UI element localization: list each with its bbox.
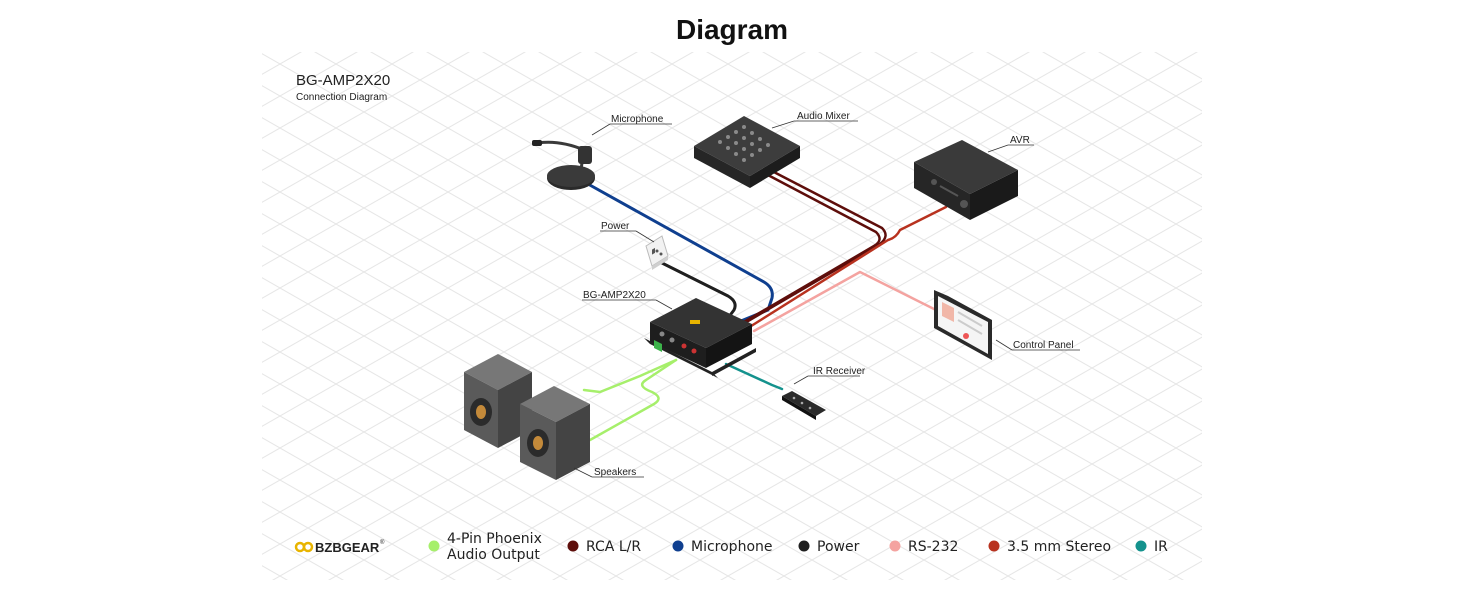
legend-label: IR xyxy=(1154,539,1168,555)
legend-dot xyxy=(428,540,440,552)
audio-mixer-label: Audio Mixer xyxy=(797,111,850,122)
phoenix-cable-2 xyxy=(588,358,678,442)
control-panel-label: Control Panel xyxy=(1013,340,1074,351)
page-title: Diagram xyxy=(675,14,789,45)
phoenix-cable-1 xyxy=(582,358,678,394)
brand-mark: ® xyxy=(380,539,385,546)
power-cable xyxy=(658,260,737,326)
microphone-cable xyxy=(586,182,774,325)
microphone-device xyxy=(532,140,595,190)
rca-cable-right xyxy=(735,172,881,328)
rs232-cable xyxy=(752,270,942,333)
legend-item-stereo: 3.5 mm Stereo xyxy=(988,539,1111,555)
amplifier-device xyxy=(644,298,756,378)
legend-label: RCA L/R xyxy=(586,539,641,555)
legend-label: Power xyxy=(817,539,860,555)
audio-mixer-device xyxy=(694,116,800,188)
amplifier-label: BG-AMP2X20 xyxy=(583,290,646,301)
power-label: Power xyxy=(601,221,630,232)
speaker-front xyxy=(520,386,590,480)
legend-dot xyxy=(672,540,684,552)
brand-name: BZBGEAR xyxy=(315,540,380,555)
legend-dot xyxy=(988,540,1000,552)
legend-label: 4-Pin Phoenix xyxy=(447,531,542,547)
avr-device xyxy=(914,140,1018,220)
legend-label: 3.5 mm Stereo xyxy=(1007,539,1111,555)
legend-item-rca: RCA L/R xyxy=(567,539,641,555)
bzbgear-logo: BZBGEAR ® xyxy=(294,539,385,555)
legend-label: Microphone xyxy=(691,539,773,555)
legend-item-phoenix: 4-Pin Phoenix Audio Output xyxy=(428,531,542,563)
legend-item-microphone: Microphone xyxy=(672,539,773,555)
legend-label-line2: Audio Output xyxy=(447,547,540,563)
power-outlet-device xyxy=(645,235,669,270)
legend-item-power: Power xyxy=(798,539,860,555)
legend-item-rs232: RS-232 xyxy=(889,539,958,555)
ir-remote-device xyxy=(782,391,826,420)
speakers-label: Speakers xyxy=(594,467,636,478)
legend-label: RS-232 xyxy=(908,539,958,555)
ir-cable xyxy=(724,362,784,391)
legend-dot xyxy=(889,540,901,552)
control-panel-device xyxy=(934,290,992,360)
microphone-label: Microphone xyxy=(611,114,664,125)
legend-dot xyxy=(567,540,579,552)
legend: BZBGEAR ® 4-Pin Phoenix Audio Output RCA… xyxy=(294,531,1168,563)
stereo-cable xyxy=(746,205,948,330)
model-title: BG-AMP2X20 xyxy=(296,72,390,89)
diagram-subtitle: Connection Diagram xyxy=(296,92,387,103)
legend-dot xyxy=(1135,540,1147,552)
legend-dot xyxy=(798,540,810,552)
cables xyxy=(582,168,948,442)
legend-item-ir: IR xyxy=(1135,539,1168,555)
ir-receiver-label: IR Receiver xyxy=(813,366,866,377)
avr-label: AVR xyxy=(1010,135,1030,146)
